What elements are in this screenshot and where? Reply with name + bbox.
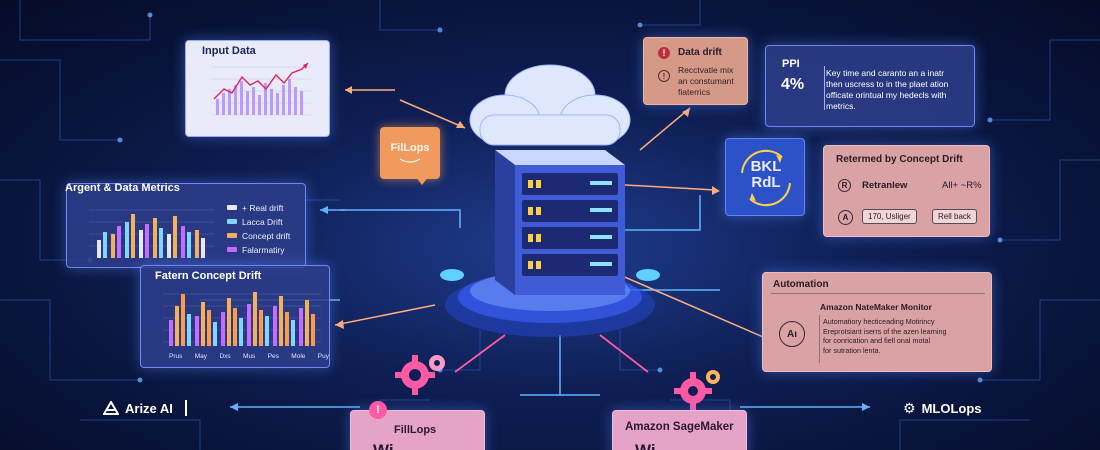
data-drift-text: Recctvatle mix an constumant fiaterrics bbox=[678, 65, 734, 97]
account-badge-icon: A bbox=[838, 210, 853, 225]
arize-logo-icon bbox=[103, 401, 119, 415]
concept-drift-title: Fatern Concept Drift bbox=[155, 270, 262, 282]
retrain-value: All+ ~R% bbox=[942, 180, 982, 191]
mlolops-label: MLOLops bbox=[921, 401, 982, 416]
legend-swatch bbox=[227, 233, 237, 238]
bottom-right-card: Amazon SageMaker Wi bbox=[612, 410, 747, 450]
bottom-right-title: Amazon SageMaker bbox=[625, 421, 734, 433]
gear-icon: ⚙ bbox=[903, 400, 916, 416]
retermed-card: Retermed by Concept Drift R Retranlew Al… bbox=[823, 145, 990, 237]
ppi-text: Key time and caranto an a inatr then usc… bbox=[826, 68, 949, 111]
refresh-ring-icon bbox=[741, 149, 791, 207]
gear-cluster-right-icon bbox=[674, 370, 720, 410]
bottom-left-subtitle: Wi bbox=[373, 441, 394, 450]
metrics-card: Argent & Data Metrics + Real drift Lacca… bbox=[65, 182, 306, 268]
legend-swatch bbox=[227, 247, 237, 252]
ppi-card: PPI 4% Key time and caranto an a inatr t… bbox=[765, 45, 975, 127]
alert-icon: ! bbox=[658, 47, 670, 59]
ai-icon: Aı bbox=[779, 321, 805, 347]
input-data-chart bbox=[211, 62, 311, 116]
concept-drift-xticks: Prus May Dxs Mus Pes Mole Puy bbox=[169, 353, 329, 360]
smile-arrow-icon bbox=[399, 158, 421, 163]
retrain-label: Retranlew bbox=[862, 180, 908, 191]
bottom-left-card: ! FillLops Wi bbox=[350, 401, 485, 450]
rollback-button[interactable]: Rell back bbox=[932, 209, 977, 224]
bubble-tail bbox=[416, 177, 428, 185]
version-button[interactable]: 170, Usliger bbox=[862, 209, 917, 224]
legend-item: Falarmatiry bbox=[227, 244, 290, 255]
legend-item: Lacca Drift bbox=[227, 216, 290, 227]
ppi-label: PPI bbox=[782, 58, 800, 70]
mlolops-logo: ⚙ MLOLops bbox=[903, 400, 982, 417]
automation-card: Automation Amazon NateMaker Monitor Aı A… bbox=[762, 272, 992, 372]
divider bbox=[819, 315, 820, 363]
x-tick: Dxs bbox=[219, 353, 231, 360]
x-tick: Mus bbox=[243, 353, 256, 360]
legend-swatch bbox=[227, 205, 237, 210]
x-tick: May bbox=[194, 353, 208, 360]
legend-item: Concept drift bbox=[227, 230, 290, 241]
alert-icon: ! bbox=[369, 401, 387, 419]
legend-item: + Real drift bbox=[227, 202, 290, 213]
concept-drift-chart bbox=[163, 292, 321, 346]
divider bbox=[771, 293, 985, 294]
input-data-title: Input Data bbox=[202, 45, 256, 57]
divider bbox=[184, 400, 187, 416]
bottom-right-subtitle: Wi bbox=[635, 441, 656, 450]
automation-subtitle: Amazon NateMaker Monitor bbox=[820, 302, 932, 312]
x-tick: Puy bbox=[317, 353, 329, 360]
metrics-legend: + Real drift Lacca Drift Concept drift F… bbox=[227, 202, 290, 255]
data-drift-card: ! Data drift ! Recctvatle mix an constum… bbox=[643, 37, 748, 105]
automation-text: Automatiory hecticeading Motirincy Erepr… bbox=[823, 317, 947, 355]
bottom-left-title: FillLops bbox=[394, 424, 437, 436]
data-drift-title: Data drift bbox=[678, 47, 722, 58]
retermed-title: Retermed by Concept Drift bbox=[836, 154, 963, 165]
input-data-card: Input Data bbox=[185, 40, 330, 137]
metrics-card-title: Argent & Data Metrics bbox=[65, 182, 180, 194]
legend-swatch bbox=[227, 219, 237, 224]
server-cloud-illustration bbox=[440, 64, 660, 337]
metrics-chart bbox=[89, 209, 214, 258]
automation-title: Automation bbox=[773, 279, 829, 290]
divider bbox=[824, 66, 825, 110]
bkl-text: BKL RdL bbox=[750, 158, 782, 191]
gear-cluster-left-icon bbox=[395, 355, 445, 395]
arize-ai-label: Arize AI bbox=[125, 400, 173, 416]
ppi-value: 4% bbox=[781, 76, 805, 93]
x-tick: Prus bbox=[169, 353, 183, 360]
arize-ai-logo: Arize AI bbox=[103, 400, 187, 416]
x-tick: Pes bbox=[267, 353, 279, 360]
warning-icon: ! bbox=[658, 70, 670, 82]
concept-drift-card: Fatern Concept Drift Prus May Dxs Mus Pe… bbox=[140, 265, 330, 368]
fillops-bubble: FilLops bbox=[380, 127, 440, 185]
x-tick: Mole bbox=[291, 353, 306, 360]
retrain-icon: R bbox=[838, 179, 851, 192]
bkl-card: BKL RdL bbox=[725, 138, 805, 216]
fillops-bubble-label: FilLops bbox=[390, 142, 430, 154]
